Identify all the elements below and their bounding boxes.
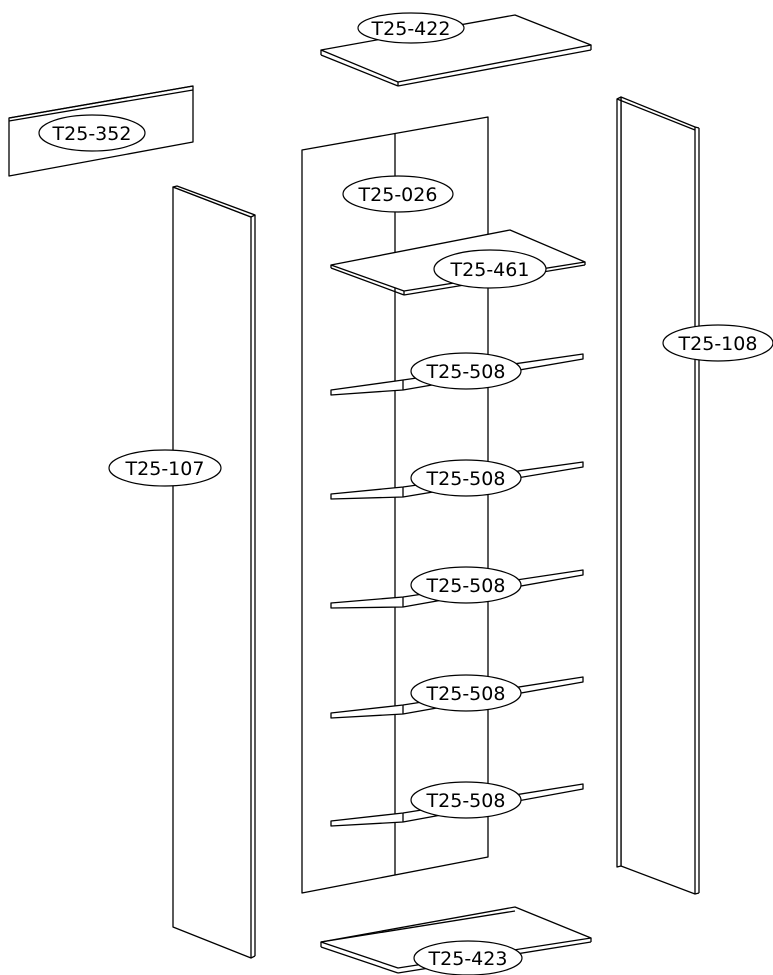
right-side-panel: T25-108 [616, 96, 773, 895]
corner-shelf: T25-508 [330, 566, 584, 609]
corner-shelf: T25-508 [330, 781, 584, 827]
bottom-panel: T25-423 [320, 906, 592, 975]
top-panel: T25-422 [320, 12, 592, 87]
label-corner-shelf-2: T25-508 [426, 468, 506, 490]
left-side-panel: T25-107 [108, 185, 256, 959]
corner-shelf: T25-508 [330, 674, 584, 719]
label-back-panel: T25-026 [358, 184, 438, 206]
label-bottom-panel: T25-423 [428, 948, 508, 970]
label-right-side-panel: T25-108 [678, 333, 758, 355]
upper-shelf: T25-461 [330, 229, 586, 296]
label-corner-shelf-4: T25-508 [426, 683, 506, 705]
corner-shelf: T25-508 [330, 459, 584, 500]
back-panel: T25-026 [301, 116, 489, 894]
label-corner-shelf-3: T25-508 [426, 575, 506, 597]
label-corner-shelf-1: T25-508 [426, 361, 506, 383]
label-top-back-rail: T25-352 [52, 123, 132, 145]
corner-shelf: T25-508 [330, 352, 584, 396]
label-corner-shelf-5: T25-508 [426, 790, 506, 812]
label-top-panel: T25-422 [371, 18, 451, 40]
top-back-rail: T25-352 [8, 85, 194, 177]
label-left-side-panel: T25-107 [125, 458, 205, 480]
label-upper-shelf: T25-461 [450, 259, 530, 281]
